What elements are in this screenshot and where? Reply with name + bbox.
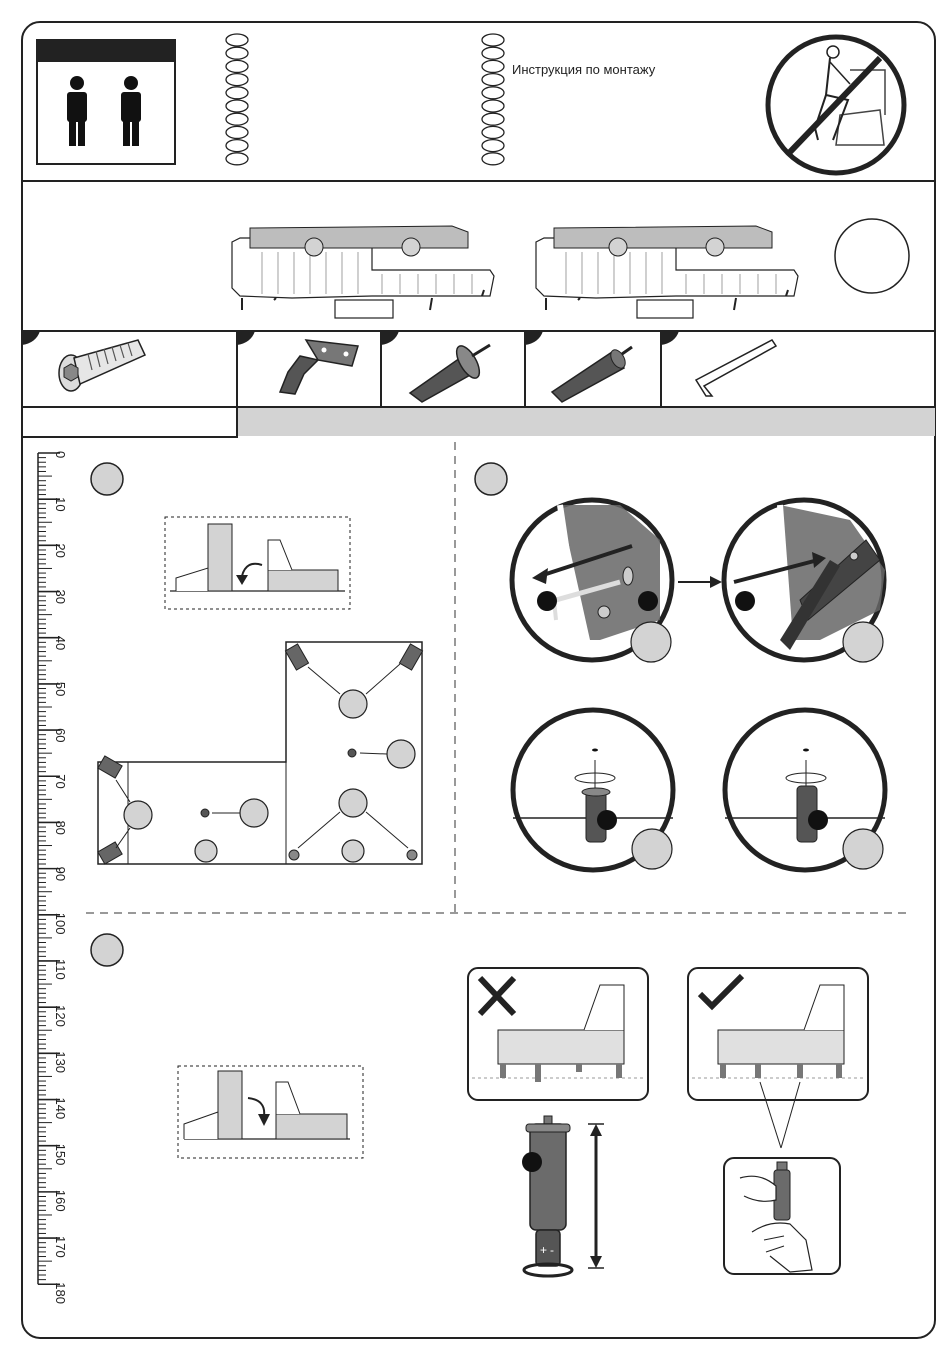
svg-text:+: + — [540, 1243, 547, 1257]
language-oval — [482, 140, 504, 152]
ruler-label: 130 — [53, 1051, 68, 1073]
language-oval-list-left — [226, 34, 248, 165]
ruler-label: 150 — [53, 1144, 68, 1166]
wrong-leveling-panel — [468, 968, 648, 1100]
corner-sofa-right-variant — [536, 226, 798, 310]
ruler-label: 10 — [53, 497, 68, 511]
language-oval — [482, 87, 504, 99]
ruler-label: 20 — [53, 543, 68, 557]
page-frame — [22, 22, 935, 1338]
foot-with-washer-detail — [513, 710, 673, 870]
language-oval — [226, 47, 248, 59]
two-people-icon — [37, 40, 175, 164]
step-2-marker — [475, 463, 507, 495]
correct-leveling-panel — [688, 968, 868, 1148]
no-sitting-warning-icon — [768, 37, 904, 173]
language-oval — [226, 100, 248, 112]
foot-screw-detail — [725, 710, 885, 870]
ruler-label: 140 — [53, 1098, 68, 1120]
measurement-ruler: 0 10 20 30 40 50 60 70 80 90 100 110 120 130 140 150 160… — [38, 451, 68, 1304]
allen-key-icon — [696, 340, 776, 396]
bolt-icon — [59, 340, 145, 391]
ruler-label: 0 — [53, 451, 68, 458]
ruler-label: 90 — [53, 867, 68, 881]
gray-info-bar — [238, 408, 935, 436]
language-oval — [226, 126, 248, 138]
sofa-bottom-plan — [98, 642, 423, 864]
ruler-label: 180 — [53, 1282, 68, 1304]
instruction-title: Инструкция по монтажу — [512, 62, 655, 77]
language-oval — [482, 126, 504, 138]
quantity-circle — [835, 219, 909, 293]
ruler-label: 50 — [53, 682, 68, 696]
bracket-attach-detail — [724, 500, 885, 662]
language-oval — [482, 47, 504, 59]
ruler-label: 30 — [53, 590, 68, 604]
ruler-label: 80 — [53, 820, 68, 834]
bracket-icon — [280, 340, 358, 394]
sofa-left-label-box — [335, 300, 393, 318]
language-oval — [226, 60, 248, 72]
svg-text:-: - — [550, 1243, 554, 1257]
language-oval — [226, 113, 248, 125]
language-oval — [482, 100, 504, 112]
language-oval — [226, 74, 248, 86]
language-oval — [482, 60, 504, 72]
foot-with-washer-icon — [410, 342, 490, 402]
ruler-label: 40 — [53, 636, 68, 650]
language-oval — [226, 87, 248, 99]
language-oval — [226, 140, 248, 152]
ruler-label: 110 — [53, 959, 68, 980]
ruler-label: 60 — [53, 728, 68, 742]
language-oval — [226, 153, 248, 165]
foot-icon — [552, 347, 632, 402]
language-oval — [482, 74, 504, 86]
sofa-right-label-box — [637, 300, 693, 318]
language-oval — [482, 153, 504, 165]
step-1-marker — [91, 463, 123, 495]
corner-sofa-left-variant — [232, 226, 494, 310]
ruler-label: 100 — [53, 913, 68, 935]
parts-row — [22, 331, 935, 437]
language-oval — [226, 34, 248, 46]
ruler-label: 120 — [53, 1005, 68, 1027]
hands-adjusting-foot-panel — [724, 1158, 840, 1274]
ruler-label: 160 — [53, 1190, 68, 1212]
adjustable-foot-detail: + - — [522, 1116, 604, 1276]
bolt-insertion-detail — [512, 500, 672, 662]
flip-sofa-diagram-2 — [178, 1066, 363, 1158]
step-3-marker — [91, 934, 123, 966]
language-oval-list-right — [482, 34, 504, 165]
language-oval — [482, 34, 504, 46]
language-oval — [482, 113, 504, 125]
ruler-label: 70 — [53, 774, 68, 788]
ruler-label: 170 — [53, 1236, 68, 1258]
flip-sofa-diagram-1 — [165, 517, 350, 609]
